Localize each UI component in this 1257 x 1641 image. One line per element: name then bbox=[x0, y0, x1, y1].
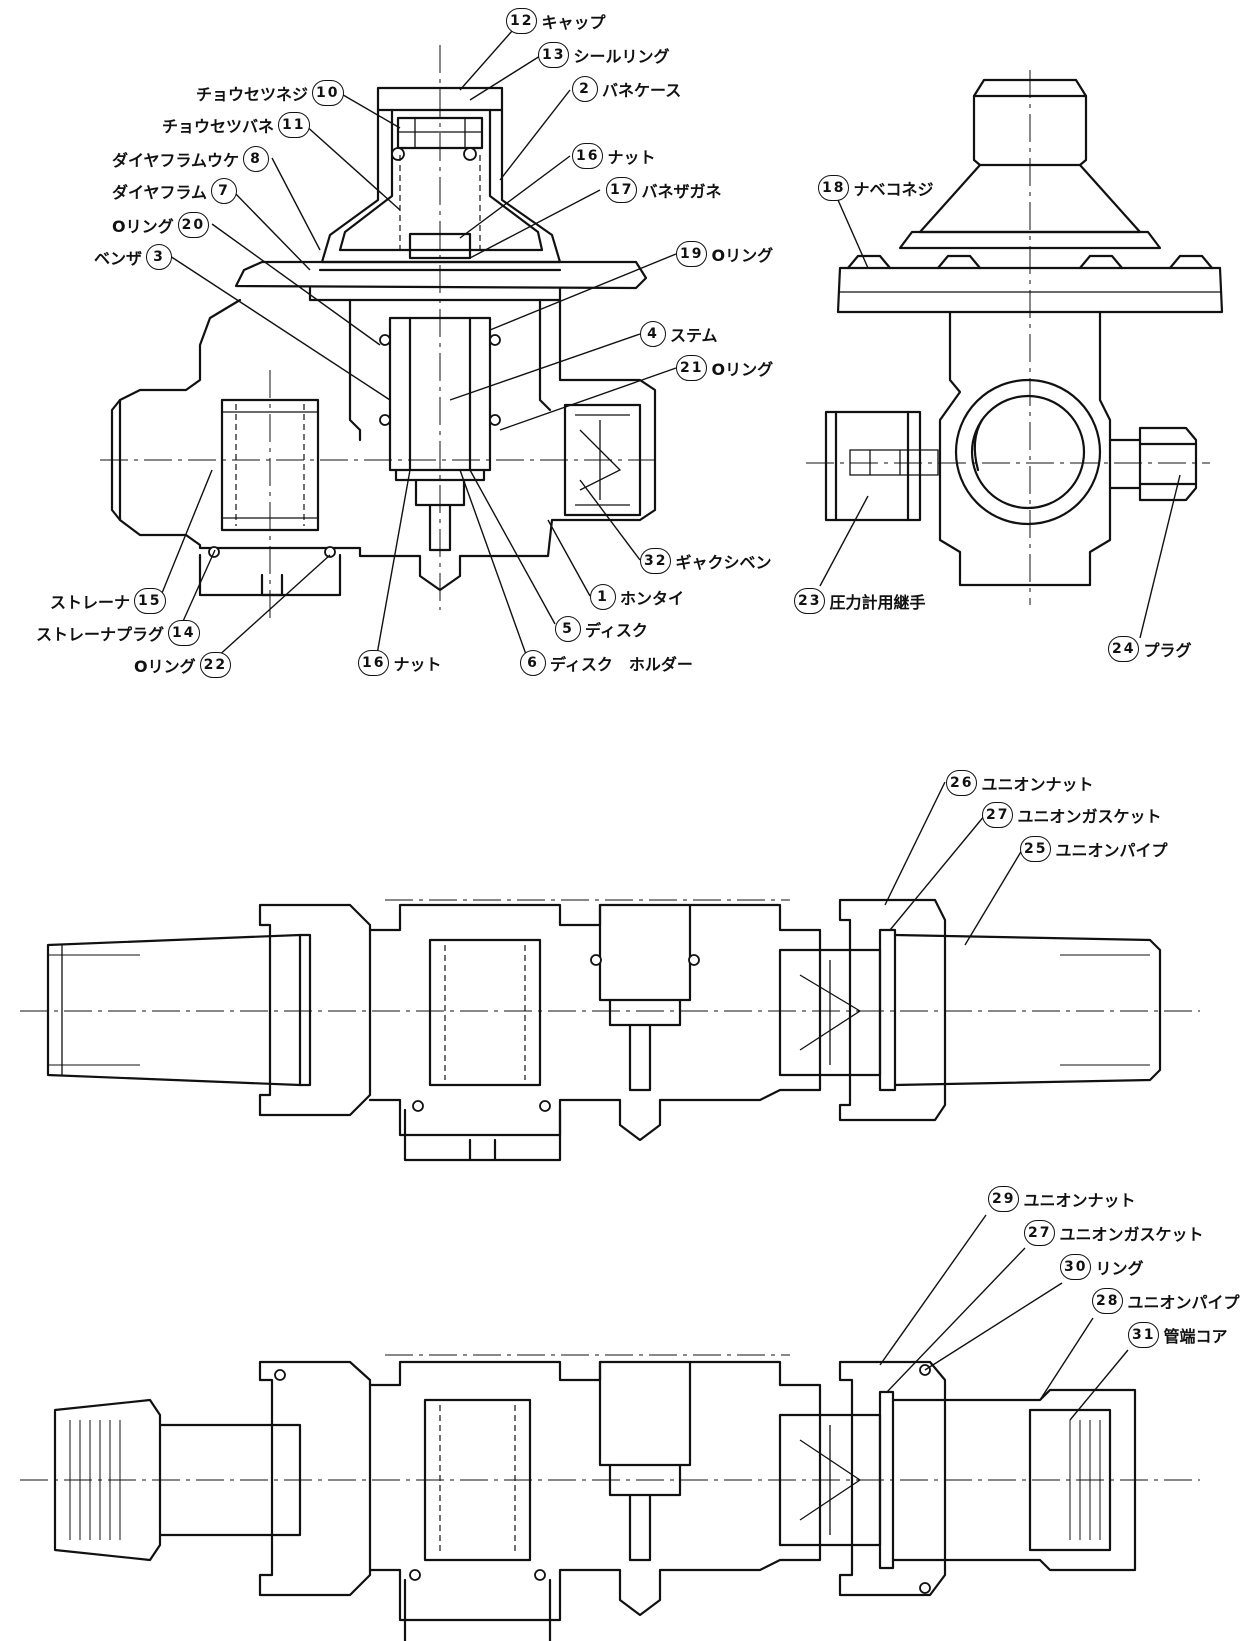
nut bbox=[414, 478, 466, 507]
plug bbox=[1138, 426, 1198, 502]
body-side bbox=[938, 310, 1112, 587]
flange bbox=[836, 266, 1224, 314]
figure-2-side-view bbox=[806, 70, 1224, 605]
check-valve bbox=[563, 403, 642, 517]
figure-3-leaders bbox=[884, 781, 1023, 946]
figure-4-union-core-view bbox=[20, 1354, 1200, 1641]
pressure-gauge-fitting bbox=[824, 410, 922, 522]
figure-3-union-pipe-view bbox=[20, 898, 1200, 1162]
union-nut-right bbox=[838, 898, 947, 1122]
union-pipe-right bbox=[893, 933, 1162, 1087]
union-nut-left bbox=[258, 903, 372, 1117]
adjusting-screw bbox=[396, 116, 484, 150]
figure-2-leaders bbox=[819, 199, 1181, 639]
figure-4-leaders bbox=[879, 1214, 1129, 1421]
strainer bbox=[220, 398, 320, 532]
figure-1-section-view bbox=[100, 45, 660, 620]
body bbox=[118, 298, 657, 592]
figure-1-leaders bbox=[159, 21, 677, 661]
